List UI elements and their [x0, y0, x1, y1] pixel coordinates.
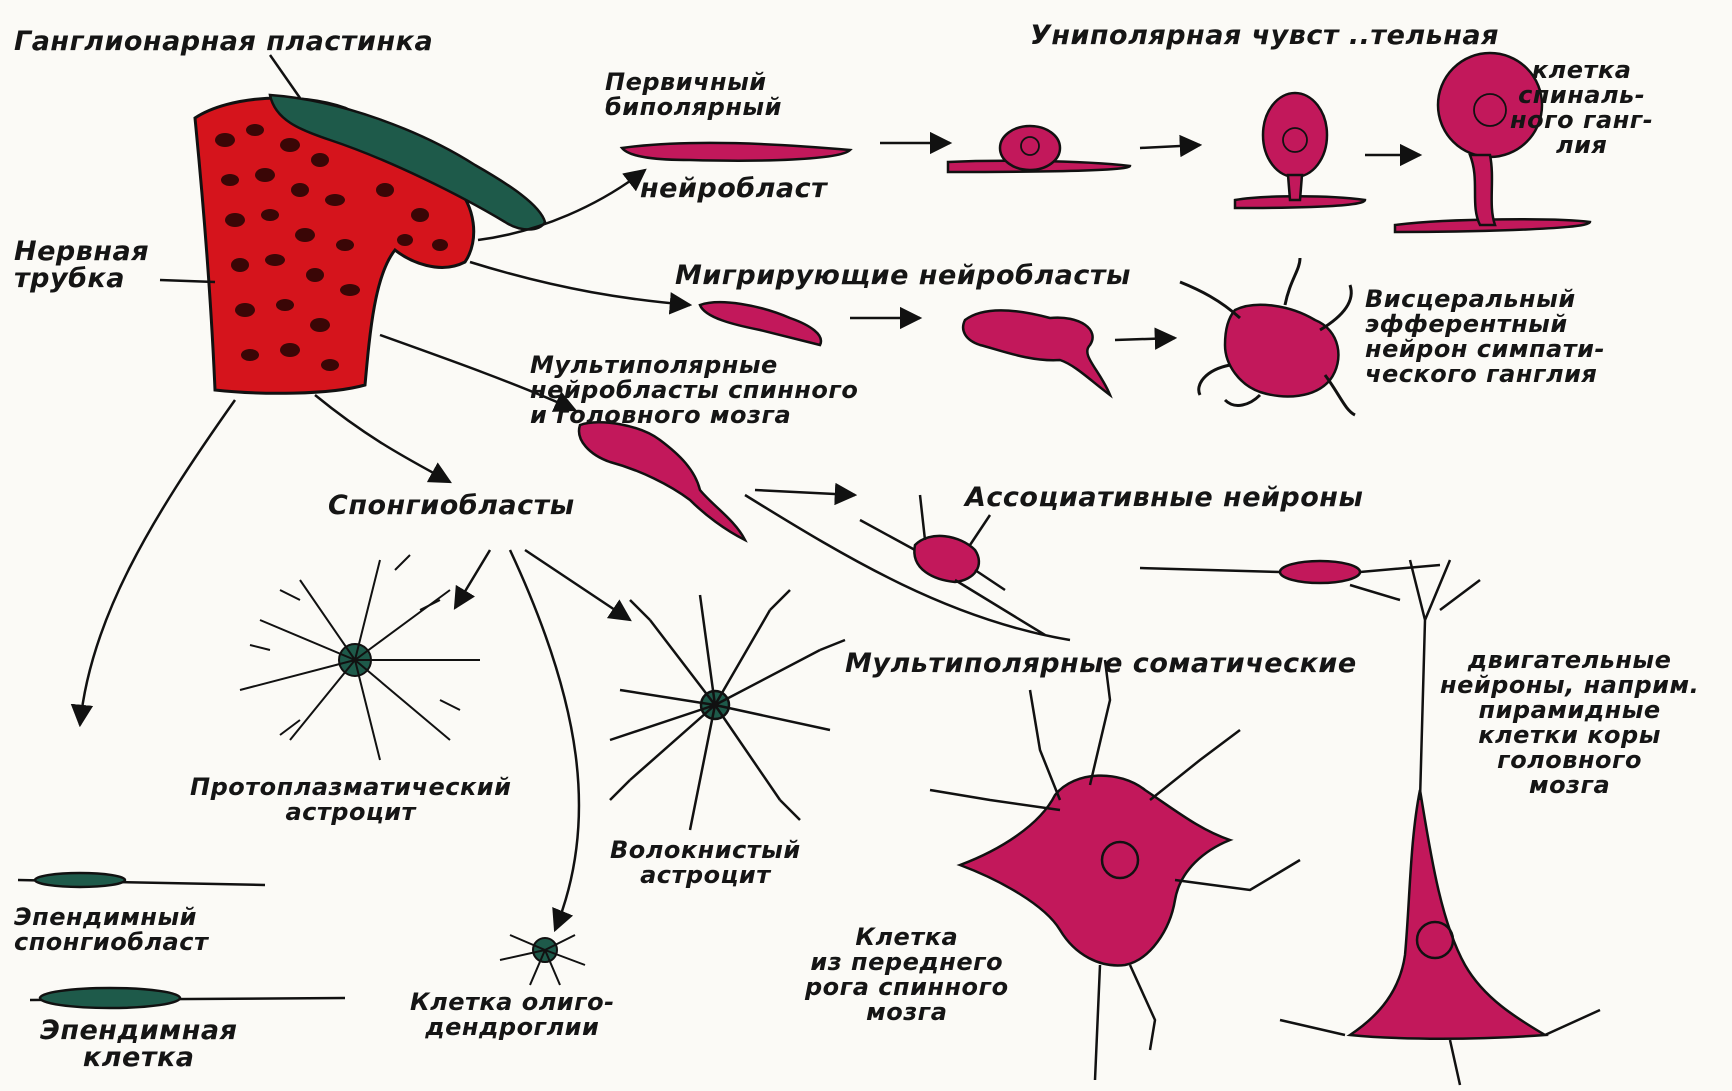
- label-multipolar-somatic: Мультиполярные соматические: [845, 650, 1357, 677]
- migrating-neuroblast-1: [700, 302, 821, 345]
- label-fibrous: Волокнистый астроцит: [610, 838, 801, 888]
- multipolar-neuroblast: [579, 422, 745, 540]
- label-migrating: Мигрирующие нейробласты: [675, 262, 1131, 289]
- label-visceral: Висцеральный эфферентный нейрон симпати-…: [1365, 287, 1605, 387]
- unipolar-stage1-body: [1000, 126, 1060, 170]
- migrating-neuroblast-2: [963, 310, 1110, 395]
- protoplasmic-astrocyte: [240, 555, 480, 760]
- label-unipolar-title: Униполярная чувст ..тельная: [1030, 22, 1499, 49]
- label-neuroblast: нейробласт: [640, 175, 827, 202]
- label-protoplasmic: Протоплазматический астроцит: [190, 775, 511, 825]
- label-neural-tube: Нервная трубка: [14, 238, 149, 292]
- neural-tube-drawing: [195, 95, 545, 393]
- bipolar-horizontal-neuron: [1140, 561, 1440, 583]
- label-unipolar-cont: клетка спиналь- ного ганг- лия: [1510, 58, 1653, 158]
- label-multipolar-neuroblasts: Мультиполярные нейробласты спинного и го…: [530, 353, 858, 428]
- oligodendroglia-cell: [500, 935, 585, 985]
- pyramidal-neuron: [1280, 560, 1600, 1085]
- label-spongioblasts: Спонгиобласты: [328, 492, 575, 519]
- label-ganglion-plate: Ганглионарная пластинка: [14, 28, 433, 55]
- label-motor: двигательные нейроны, наприм. пирамидные…: [1440, 648, 1699, 798]
- associative-neuron: [860, 495, 1045, 635]
- visceral-neuron-body: [1225, 305, 1338, 397]
- unipolar-stage2-body: [1263, 93, 1327, 177]
- label-anterior-horn: Клетка из переднего рога спинного мозга: [805, 925, 1009, 1025]
- label-associative: Ассоциативные нейроны: [965, 484, 1363, 511]
- fibrous-astrocyte: [610, 590, 845, 830]
- label-ependymal-spongioblast: Эпендимный спонгиобласт: [14, 905, 208, 955]
- label-ependymal-cell: Эпендимная клетка: [40, 1017, 237, 1071]
- bipolar-neuroblast: [622, 143, 850, 161]
- label-oligodendroglia: Клетка олиго- дендроглии: [410, 990, 615, 1040]
- label-bipolar: Первичный биполярный: [605, 70, 782, 120]
